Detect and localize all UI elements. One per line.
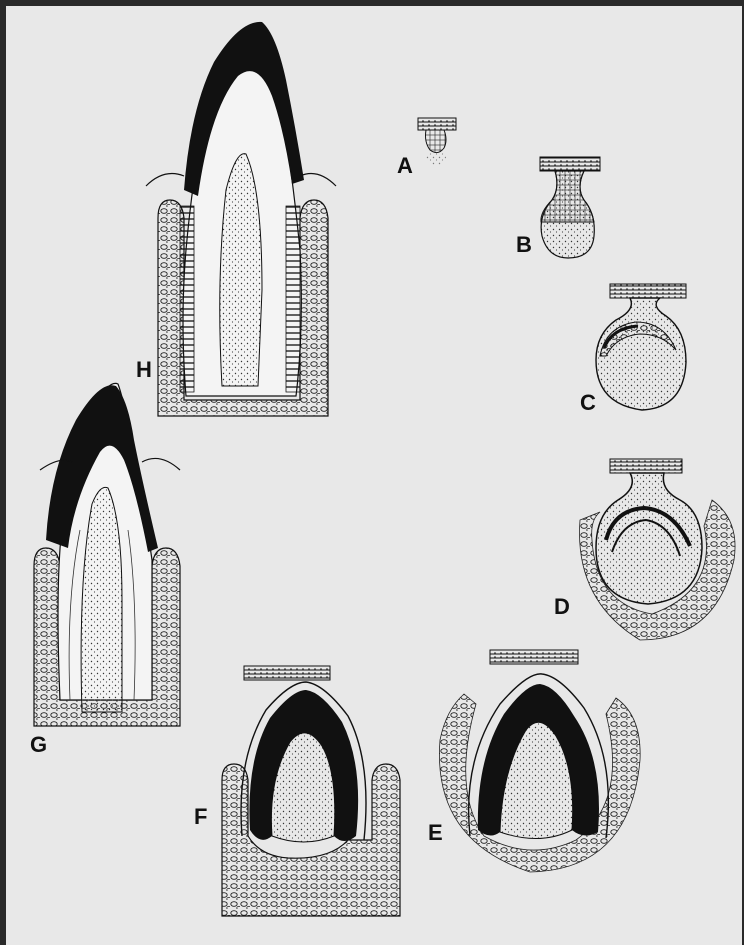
label-c: C — [580, 390, 596, 415]
stage-e-crown — [439, 650, 640, 872]
label-a: A — [397, 153, 413, 178]
stage-g-eruption — [34, 383, 180, 726]
label-e: E — [428, 820, 443, 845]
label-d: D — [554, 594, 570, 619]
label-g: G — [30, 732, 47, 757]
label-h: H — [136, 357, 152, 382]
stage-f-root-start — [222, 666, 400, 916]
stage-b-cap — [540, 157, 600, 258]
stage-a-bud — [418, 118, 456, 165]
stage-d-late-bell — [580, 459, 736, 640]
label-b: B — [516, 232, 532, 257]
stage-c-bell — [596, 284, 686, 410]
stage-h-erupted-tooth — [146, 22, 336, 416]
label-f: F — [194, 804, 207, 829]
